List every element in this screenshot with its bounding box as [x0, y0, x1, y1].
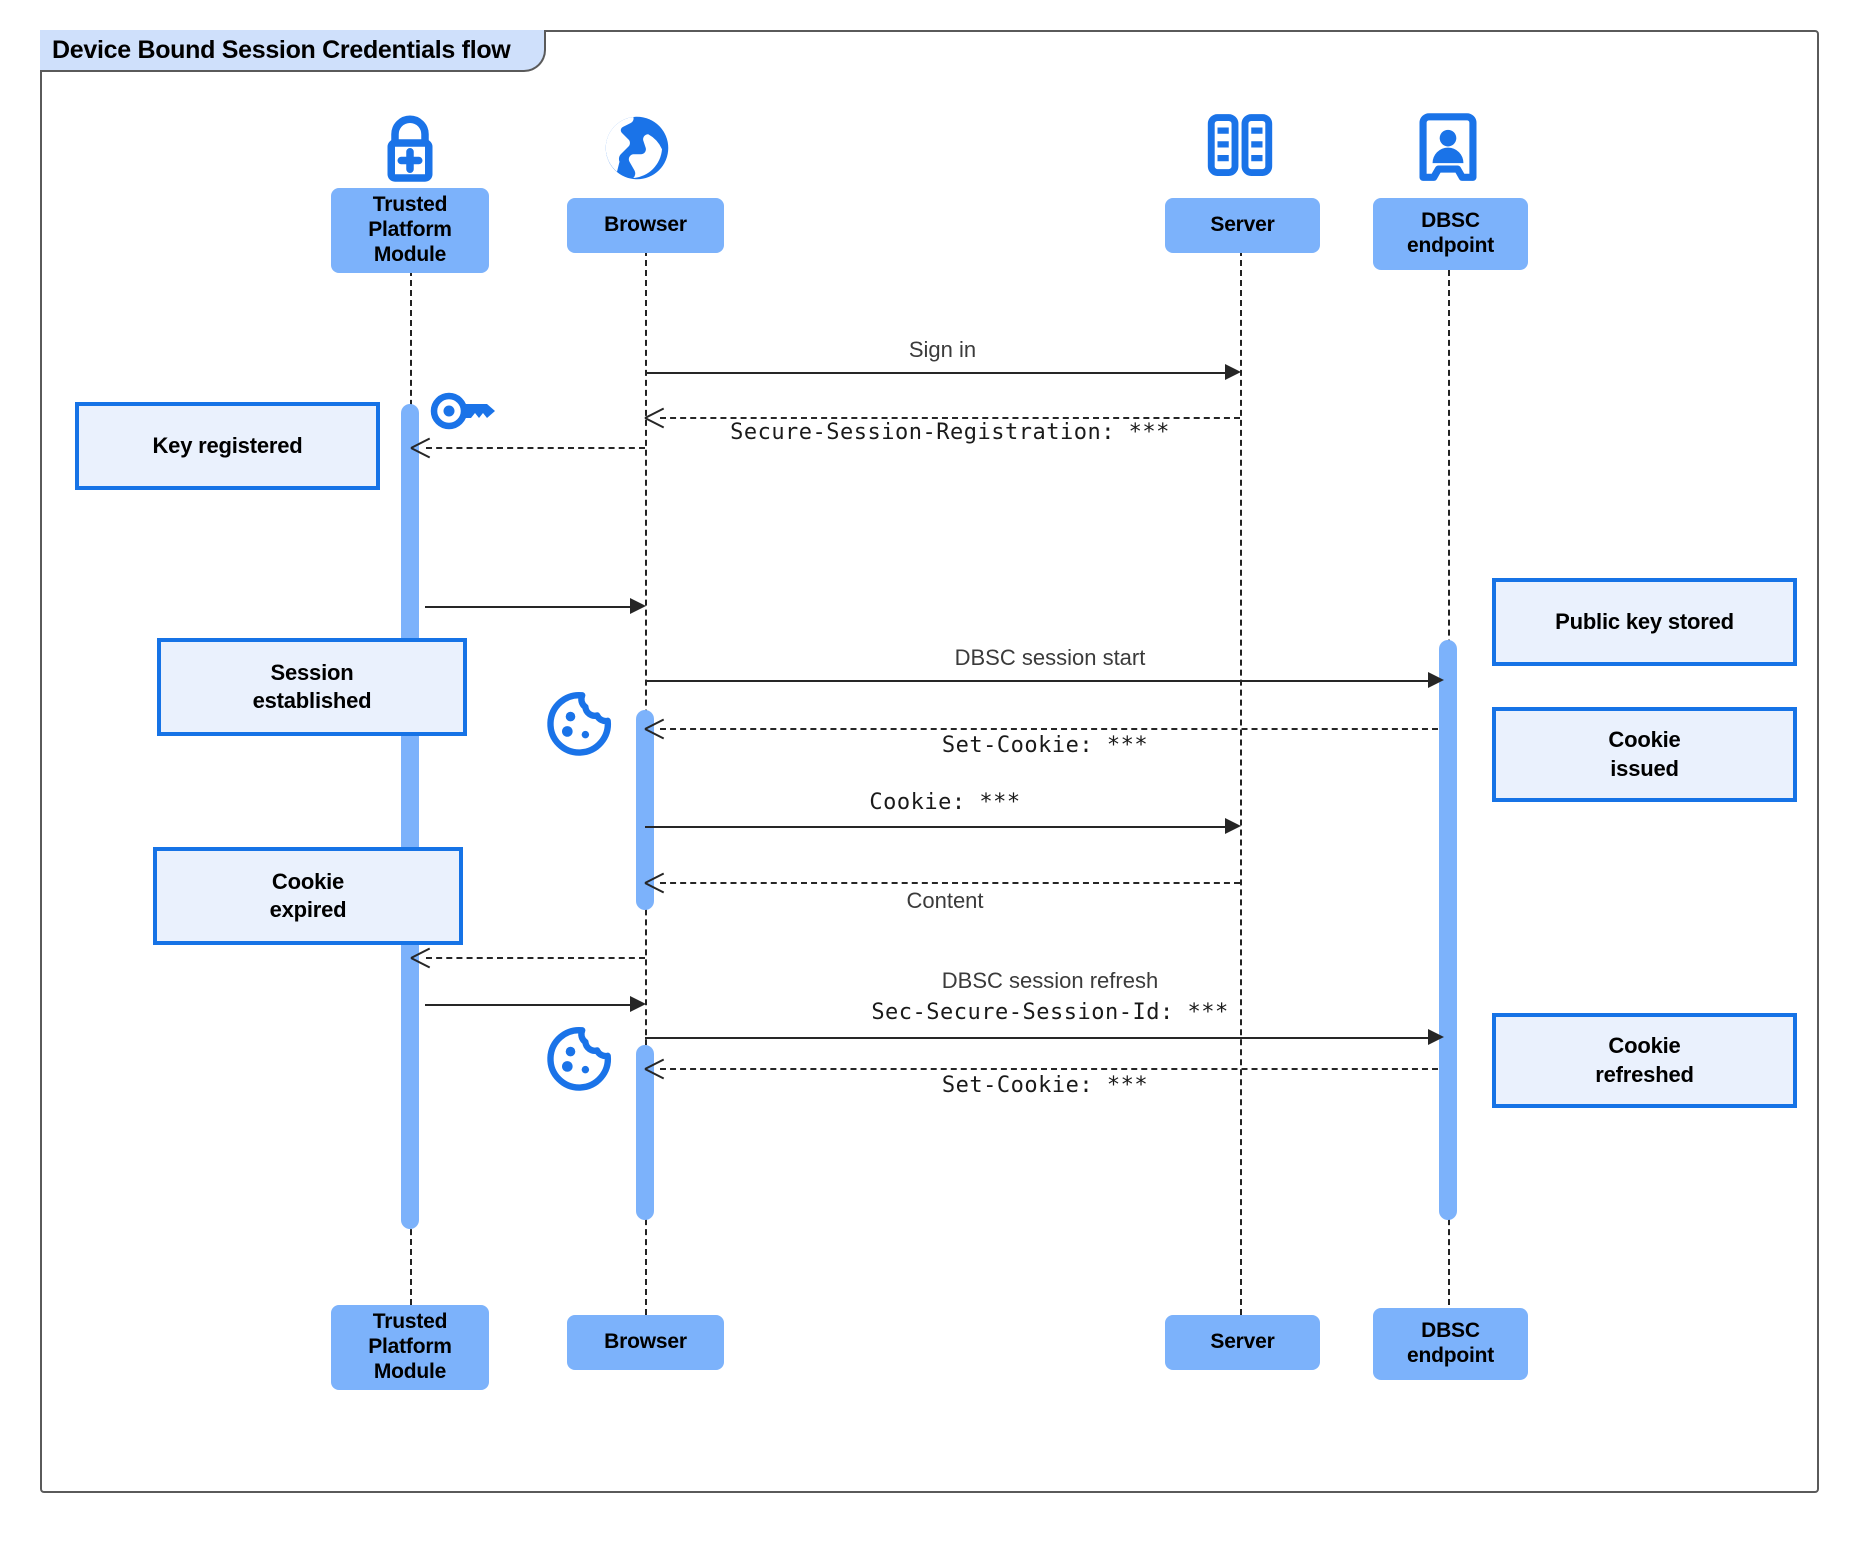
- message-label-cookie: Cookie: ***: [869, 790, 1021, 815]
- participant-header-browser[interactable]: Browser: [567, 198, 724, 253]
- frame-title-tab: Device Bound Session Credentials flow: [40, 30, 547, 72]
- arrow-head-tpm-assertion: [630, 996, 646, 1012]
- activation-bar-dbsc: [1439, 640, 1457, 1220]
- message-line-tpm-assertion: [425, 1004, 630, 1006]
- message-line-tpm-cookie-expired: [426, 957, 645, 959]
- message-line-tpm-key-register: [426, 447, 645, 449]
- cookie-icon-2: [545, 1025, 613, 1098]
- message-label-sec-secure-session-id: Sec-Secure-Session-Id: ***: [871, 1000, 1229, 1025]
- message-line-set-cookie-1: [660, 728, 1438, 730]
- message-line-set-cookie-2: [660, 1068, 1438, 1070]
- arrow-head-tpm-cookie-expired: [411, 948, 429, 966]
- arrow-head-dbsc-session-start: [1428, 672, 1444, 688]
- message-label-secure-session-registration: Secure-Session-Registration: ***: [730, 420, 1170, 445]
- note-key-registered: Key registered: [75, 402, 380, 490]
- activation-bar-browser-1: [636, 710, 654, 910]
- note-text-public-key-stored: Public key stored: [1555, 608, 1734, 634]
- message-line-cookie: [645, 826, 1225, 828]
- participant-footer-label-server: Server: [1210, 1330, 1275, 1354]
- message-label-dbsc-session-start: DBSC session start: [954, 645, 1146, 670]
- arrow-head-sign-in: [1225, 364, 1241, 380]
- message-label-dbsc-session-refresh: DBSC session refresh: [941, 968, 1159, 993]
- lock-plus-icon: [370, 108, 450, 193]
- id-badge-icon: [1412, 112, 1484, 193]
- message-label-set-cookie-2: Set-Cookie: ***: [941, 1073, 1149, 1098]
- arrow-head-tpm-key-return: [630, 598, 646, 614]
- lifeline-server: [1240, 250, 1242, 1315]
- participant-footer-label-browser: Browser: [604, 1330, 687, 1354]
- globe-icon: [597, 108, 677, 193]
- participant-label-server: Server: [1210, 213, 1275, 237]
- message-label-set-cookie-1: Set-Cookie: ***: [941, 733, 1149, 758]
- participant-footer-browser[interactable]: Browser: [567, 1315, 724, 1370]
- message-label-content: Content: [906, 888, 984, 913]
- message-label-sign-in: Sign in: [908, 337, 977, 362]
- server-racks-icon: [1200, 110, 1280, 190]
- note-public-key-stored: Public key stored: [1492, 578, 1797, 666]
- activation-bar-tpm: [401, 404, 419, 1229]
- cookie-icon-1: [545, 690, 613, 763]
- participant-label-browser: Browser: [604, 213, 687, 237]
- participant-header-server[interactable]: Server: [1165, 198, 1320, 253]
- message-line-tpm-key-return: [425, 606, 630, 608]
- message-line-dbsc-session-start: [645, 680, 1430, 682]
- message-line-dbsc-session-refresh: [645, 1037, 1430, 1039]
- message-line-secure-session-registration: [660, 417, 1240, 419]
- arrow-head-cookie: [1225, 818, 1241, 834]
- key-icon: [427, 385, 499, 442]
- page-title: Device Bound Session Credentials flow: [52, 35, 511, 64]
- participant-footer-server[interactable]: Server: [1165, 1315, 1320, 1370]
- arrow-head-dbsc-session-refresh: [1428, 1029, 1444, 1045]
- message-line-content: [660, 882, 1240, 884]
- message-line-sign-in: [645, 372, 1225, 374]
- activation-bar-browser-2: [636, 1045, 654, 1220]
- note-text-key-registered: Key registered: [152, 432, 303, 458]
